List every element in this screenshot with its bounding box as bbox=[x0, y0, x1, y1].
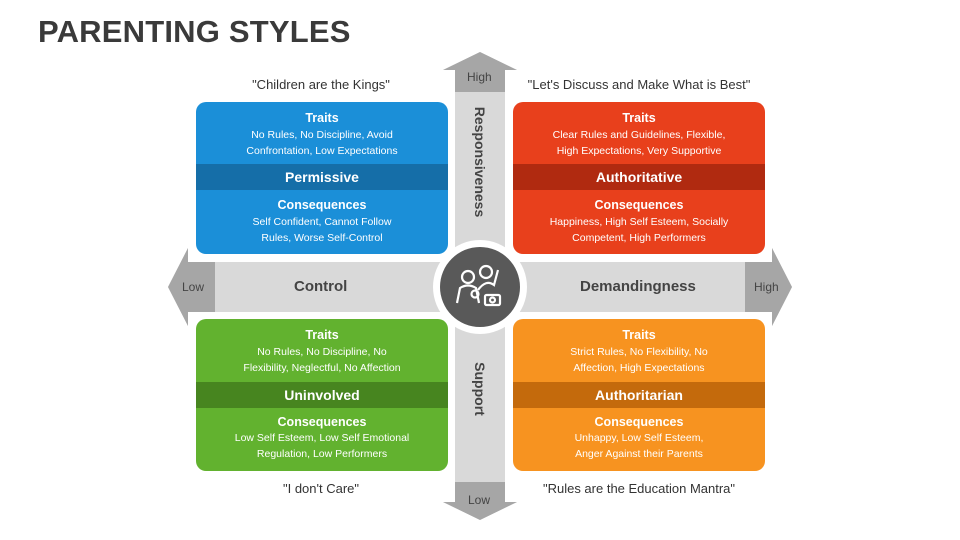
control-label: Control bbox=[294, 278, 348, 295]
authoritative-quadrant: Traits Clear Rules and Guidelines, Flexi… bbox=[513, 102, 765, 254]
traits-text: Clear Rules and Guidelines, Flexible,Hig… bbox=[552, 129, 726, 157]
style-name-band: Permissive bbox=[196, 164, 448, 190]
style-name-band: Authoritarian bbox=[513, 382, 765, 408]
traits-title: Traits bbox=[622, 328, 656, 342]
consequences-title: Consequences bbox=[277, 198, 367, 212]
page-title: PARENTING STYLES bbox=[38, 14, 351, 49]
style-name-band: Authoritative bbox=[513, 164, 765, 190]
right-arrow-tip bbox=[745, 248, 792, 326]
support-label: Support bbox=[472, 362, 488, 416]
consequences-title: Consequences bbox=[277, 415, 367, 429]
traits-title: Traits bbox=[622, 111, 656, 125]
consequences-title: Consequences bbox=[594, 415, 684, 429]
family-icon bbox=[455, 264, 502, 307]
authoritarian-quote: "Rules are the Education Mantra" bbox=[542, 481, 736, 496]
authoritative-quote: "Let's Discuss and Make What is Best" bbox=[527, 77, 751, 92]
traits-title: Traits bbox=[305, 111, 339, 125]
horizontal-high-label: High bbox=[754, 280, 779, 294]
responsiveness-label: Responsiveness bbox=[472, 106, 488, 218]
permissive-quote: "Children are the Kings" bbox=[252, 77, 390, 92]
uninvolved-quote: "I don't Care" bbox=[282, 481, 360, 496]
traits-title: Traits bbox=[305, 328, 339, 342]
consequences-text: Unhappy, Low Self Esteem,Anger Against t… bbox=[574, 432, 704, 460]
top-arrow-tip bbox=[443, 52, 517, 92]
left-arrow-tip bbox=[168, 248, 215, 326]
consequences-title: Consequences bbox=[594, 198, 684, 212]
demandingness-label: Demandingness bbox=[580, 278, 696, 295]
vertical-high-label: High bbox=[467, 70, 492, 84]
horizontal-low-label: Low bbox=[182, 280, 205, 294]
bottom-arrow-tip bbox=[443, 482, 517, 520]
style-name-band: Uninvolved bbox=[196, 382, 448, 408]
vertical-low-label: Low bbox=[468, 493, 491, 507]
